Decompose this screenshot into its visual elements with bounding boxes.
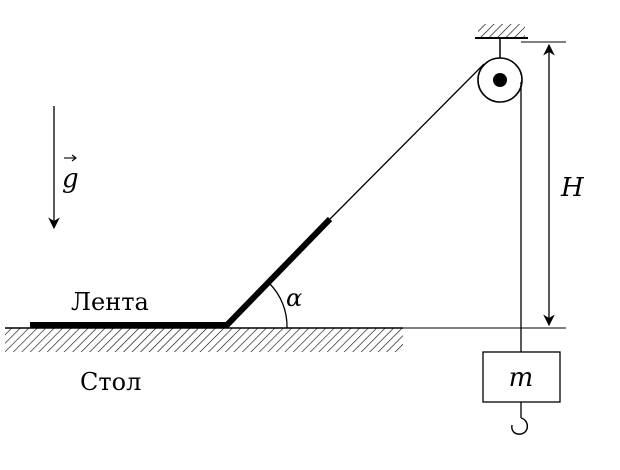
mass-label: m (509, 363, 534, 393)
thread-to-pulley (329, 63, 485, 220)
gravity-vector-tip (71, 154, 77, 162)
angle-arc (268, 282, 288, 329)
table-label: Стол (80, 368, 141, 396)
pulley-axle (493, 73, 507, 87)
angle-label: α (286, 284, 302, 312)
mass-block (482, 351, 561, 403)
ceiling-hatching (478, 24, 525, 37)
hook-icon (511, 417, 529, 435)
height-label: H (560, 173, 585, 203)
gravity-label: g (62, 164, 79, 194)
tape-label: Лента (71, 288, 149, 316)
table-hatching (5, 328, 403, 352)
tape-inclined-segment (223, 216, 333, 329)
